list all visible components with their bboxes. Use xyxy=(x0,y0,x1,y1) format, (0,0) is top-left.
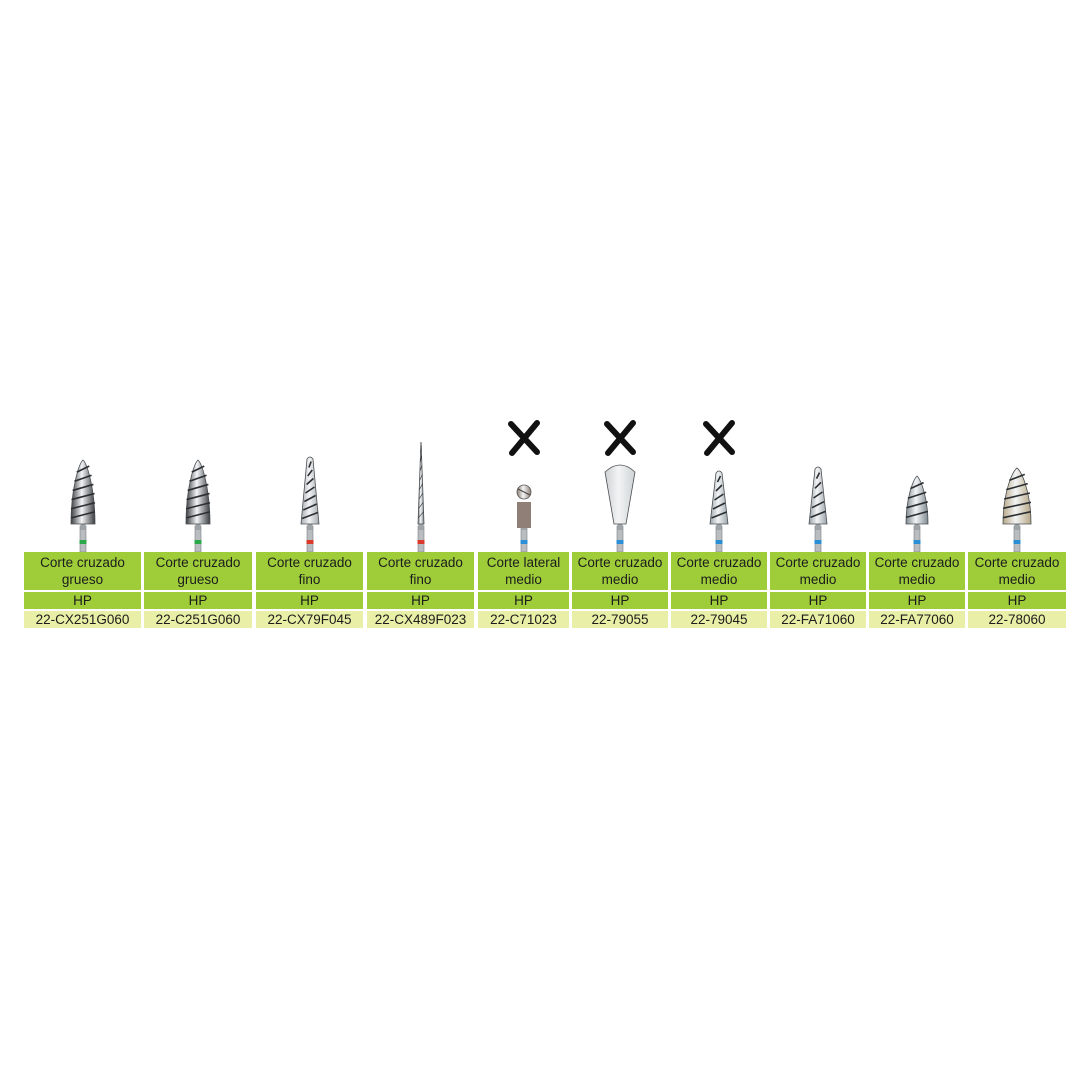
product-image-area xyxy=(968,416,1066,552)
cut-type-label: Corte cruzado medio xyxy=(572,552,668,590)
carbide-bur-flame-icon xyxy=(1002,467,1032,552)
product-code-label: 22-CX79F045 xyxy=(256,611,363,628)
mount-type-label: HP xyxy=(24,592,141,609)
cut-type-label: Corte cruzado grueso xyxy=(144,552,252,590)
product-code-label: 22-79045 xyxy=(671,611,767,628)
mount-type-label: HP xyxy=(869,592,965,609)
cross-out-icon xyxy=(604,420,636,456)
mount-type-label: HP xyxy=(478,592,569,609)
product-image-area xyxy=(367,416,474,552)
product-image-area xyxy=(478,416,569,552)
mount-type-label: HP xyxy=(256,592,363,609)
product-code-label: 22-FA71060 xyxy=(770,611,866,628)
mount-type-label: HP xyxy=(367,592,474,609)
cut-type-label: Corte cruzado medio xyxy=(869,552,965,590)
product-code-label: 22-FA77060 xyxy=(869,611,965,628)
carbide-bur-tulip-icon xyxy=(604,464,636,552)
cut-type-label: Corte cruzado fino xyxy=(256,552,363,590)
cut-type-label: Corte cruzado fino xyxy=(367,552,474,590)
product-code-label: 22-C251G060 xyxy=(144,611,252,628)
cross-out-icon xyxy=(703,420,735,456)
product-image-area xyxy=(770,416,866,552)
carbide-bur-cone-icon xyxy=(808,466,828,552)
cut-type-label: Corte lateral medio xyxy=(478,552,569,590)
carbide-bur-cone-icon xyxy=(709,470,729,552)
mount-type-label: HP xyxy=(671,592,767,609)
cut-type-label: Corte cruzado medio xyxy=(770,552,866,590)
product-image-area xyxy=(144,416,252,552)
mount-type-label: HP xyxy=(770,592,866,609)
cross-out-icon xyxy=(507,420,540,456)
mount-type-label: HP xyxy=(968,592,1066,609)
carbide-bur-needle-icon xyxy=(417,442,424,552)
carbide-bur-flame-icon xyxy=(905,475,929,552)
product-code-label: 22-79055 xyxy=(572,611,668,628)
product-image-area xyxy=(671,416,767,552)
product-code-label: 22-CX489F023 xyxy=(367,611,474,628)
product-image-area xyxy=(572,416,668,552)
product-image-area xyxy=(869,416,965,552)
cut-type-label: Corte cruzado medio xyxy=(671,552,767,590)
product-code-label: 22-C71023 xyxy=(478,611,569,628)
product-code-label: 22-CX251G060 xyxy=(24,611,141,628)
mount-type-label: HP xyxy=(572,592,668,609)
carbide-bur-flame-icon xyxy=(70,459,95,552)
cut-type-label: Corte cruzado grueso xyxy=(24,552,141,590)
product-code-label: 22-78060 xyxy=(968,611,1066,628)
carbide-bur-cone-icon xyxy=(300,456,319,552)
mount-type-label: HP xyxy=(144,592,252,609)
carbide-bur-round-icon xyxy=(516,484,531,552)
product-image-area xyxy=(24,416,141,552)
cut-type-label: Corte cruzado medio xyxy=(968,552,1066,590)
carbide-bur-flame-icon xyxy=(185,459,211,552)
product-image-area xyxy=(256,416,363,552)
